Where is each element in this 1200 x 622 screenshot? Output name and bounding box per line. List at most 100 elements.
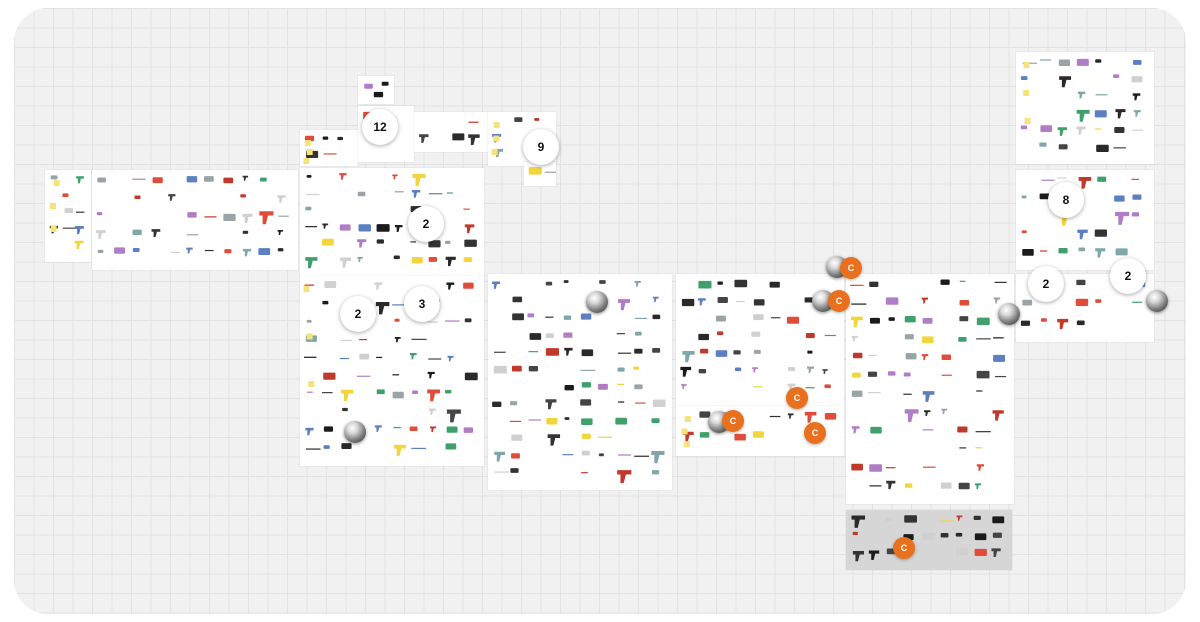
- thumbnail: [651, 418, 660, 424]
- thumbnail: [885, 467, 896, 469]
- notes-card-board[interactable]: [358, 76, 394, 104]
- small-collage-board[interactable]: [414, 112, 488, 152]
- collaborator-badge[interactable]: C: [828, 290, 850, 312]
- thumbnail: [393, 426, 401, 429]
- thumbnail: [921, 354, 929, 361]
- collaborator-badge[interactable]: C: [840, 257, 862, 279]
- material-matrix-board[interactable]: [846, 274, 1014, 504]
- thumbnail: [959, 316, 969, 322]
- thumbnail: [392, 391, 404, 399]
- thumbnail: [652, 314, 661, 320]
- comment-badge-8[interactable]: 8: [1048, 182, 1084, 218]
- thumbnail: [427, 371, 435, 379]
- thumbnail: [446, 426, 458, 433]
- thumbnail: [634, 317, 648, 320]
- thumbnail: [223, 213, 236, 222]
- collaborator-initial: C: [729, 416, 737, 426]
- thumbnail: [1059, 76, 1072, 88]
- thumbnail: [446, 409, 461, 423]
- thumbnail: [1057, 177, 1067, 179]
- thumbnail: [410, 241, 417, 243]
- collaborator-badge[interactable]: C: [804, 422, 826, 444]
- form-development-board[interactable]: [488, 274, 672, 490]
- thumbnail: [381, 81, 389, 86]
- thumbnail: [851, 303, 867, 305]
- research-sketches-board[interactable]: [300, 130, 358, 166]
- thumbnail: [1113, 74, 1120, 79]
- thumbnail: [1133, 59, 1142, 65]
- collaborator-badge[interactable]: C: [786, 387, 808, 409]
- thumbnail: [427, 321, 438, 323]
- small-collage-3-board[interactable]: [524, 162, 556, 186]
- thumbnail: [617, 383, 625, 385]
- thumbnail: [634, 455, 649, 457]
- handle-exploration-board[interactable]: [300, 168, 484, 276]
- thumbnail: [1097, 176, 1107, 182]
- comment-badge-9[interactable]: 9: [523, 129, 559, 165]
- grip-variants-board[interactable]: [300, 276, 484, 466]
- renders-gray-board[interactable]: [846, 510, 1012, 570]
- thumbnail: [529, 333, 542, 340]
- thumbnail: [1076, 109, 1090, 122]
- sticky-note: [1024, 118, 1031, 124]
- thumbnail: [1020, 76, 1028, 80]
- thumbnail: [974, 548, 987, 557]
- comment-count: 12: [373, 120, 387, 134]
- thumbnail: [132, 229, 142, 235]
- thumbnail: [464, 318, 472, 323]
- collaborator-avatar[interactable]: [998, 303, 1020, 325]
- flow-diagram-board[interactable]: [1016, 170, 1154, 270]
- comment-badge-2[interactable]: 2: [1028, 266, 1064, 302]
- thumbnail: [885, 297, 899, 305]
- thumbnail: [277, 248, 284, 252]
- thumbnail: [959, 447, 967, 449]
- thumbnail: [277, 229, 283, 236]
- moodboard-photos-board[interactable]: [92, 170, 298, 270]
- thumbnail: [904, 409, 919, 423]
- thumbnail: [715, 315, 726, 322]
- comment-badge-2[interactable]: 2: [1110, 258, 1146, 294]
- thumbnail: [1039, 193, 1050, 200]
- sticky-note: [50, 226, 57, 232]
- sticky-note: [308, 381, 315, 387]
- collaborator-avatar[interactable]: [586, 291, 608, 313]
- collaborator-avatar[interactable]: [1146, 290, 1168, 312]
- final-layouts-board[interactable]: [1016, 52, 1154, 164]
- comment-badge-12[interactable]: 12: [362, 109, 398, 145]
- thumbnail: [651, 450, 665, 464]
- thumbnail: [447, 355, 454, 362]
- board-thumbnails: [528, 167, 556, 175]
- thumbnail: [734, 279, 748, 288]
- comment-badge-2[interactable]: 2: [340, 296, 376, 332]
- collaborator-initial: C: [793, 393, 801, 403]
- thumbnail: [867, 371, 878, 377]
- collaborator-badge[interactable]: C: [893, 537, 915, 559]
- whiteboard-canvas[interactable]: 12 9 2 2 3 8 2 2 C C C C C C: [14, 8, 1186, 614]
- collaborator-avatar[interactable]: [344, 421, 366, 443]
- thumbnail: [958, 336, 967, 342]
- comment-badge-3[interactable]: 3: [404, 286, 440, 322]
- specs-table-board[interactable]: [45, 170, 91, 262]
- thumbnail: [511, 434, 523, 441]
- thumbnail: [581, 450, 590, 456]
- thumbnail: [616, 333, 625, 335]
- thumbnail: [412, 173, 426, 187]
- thumbnail: [1096, 144, 1109, 153]
- thumbnail: [635, 402, 646, 404]
- thumbnail: [340, 257, 352, 268]
- thumbnail: [170, 251, 181, 254]
- collaborator-badge[interactable]: C: [722, 410, 744, 432]
- thumbnail: [807, 350, 813, 354]
- comment-badge-2[interactable]: 2: [408, 206, 444, 242]
- thumbnail: [342, 407, 348, 412]
- thumbnail: [634, 280, 641, 287]
- thumbnail: [733, 350, 741, 355]
- thumbnail: [514, 117, 523, 122]
- thumbnail: [464, 239, 477, 247]
- thumbnail: [1094, 110, 1107, 118]
- thumbnail: [804, 297, 814, 303]
- thumbnail: [242, 213, 253, 224]
- thumbnail: [411, 338, 427, 340]
- thumbnail: [717, 281, 723, 285]
- thumbnail: [304, 284, 315, 286]
